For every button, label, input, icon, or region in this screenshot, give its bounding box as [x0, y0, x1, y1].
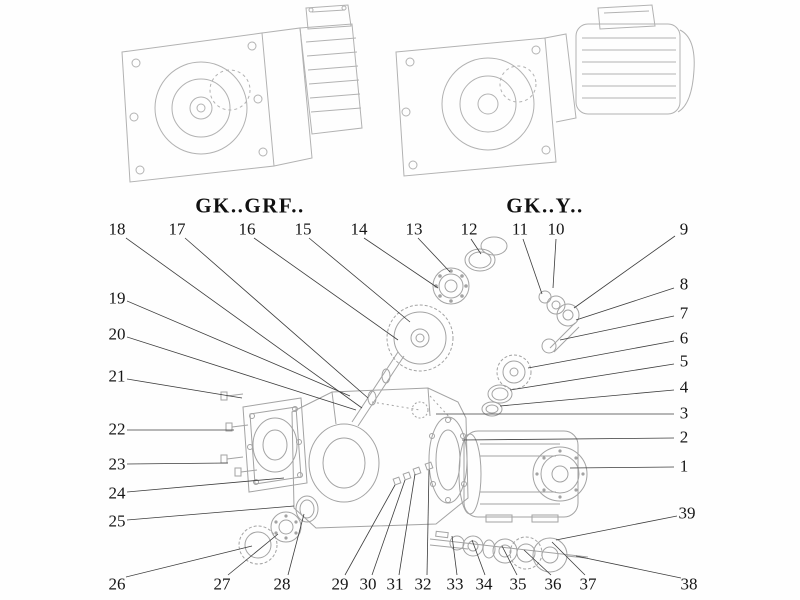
exploded-view-drawing	[220, 236, 589, 573]
part-number-38: 38	[680, 574, 698, 594]
part-number-37: 37	[579, 574, 597, 594]
part-number-21: 21	[108, 366, 126, 386]
part-number-27: 27	[213, 574, 231, 594]
bearing-drawing	[432, 267, 470, 305]
leader-line-24	[126, 477, 285, 493]
leader-line-38	[575, 555, 682, 579]
part-number-9: 9	[679, 219, 689, 239]
plugs-drawing	[392, 461, 434, 486]
part-number-23: 23	[108, 454, 126, 474]
leader-line-4	[499, 389, 675, 407]
pinion-shaft-drawing	[538, 290, 580, 354]
part-number-7: 7	[679, 303, 689, 323]
part-number-3: 3	[679, 403, 689, 423]
leader-line-10	[552, 238, 557, 289]
part-number-32: 32	[414, 574, 432, 594]
part-number-14: 14	[350, 219, 368, 239]
motor-drawing	[458, 430, 588, 523]
part-number-26: 26	[108, 574, 126, 594]
part-number-17: 17	[168, 219, 186, 239]
part-number-10: 10	[547, 219, 565, 239]
part-number-6: 6	[679, 328, 689, 348]
leader-line-39	[555, 515, 678, 541]
model-label-gk-y: GK..Y..	[506, 193, 584, 218]
part-number-8: 8	[679, 274, 689, 294]
large-gear-drawing	[386, 304, 454, 372]
leader-line-33	[451, 535, 458, 576]
part-number-34: 34	[475, 574, 493, 594]
leader-line-37	[551, 541, 586, 576]
part-number-5: 5	[679, 351, 689, 371]
input-shaft-drawing	[351, 351, 405, 427]
leader-line-21	[126, 378, 243, 399]
part-number-20: 20	[108, 324, 126, 344]
leader-line-8	[575, 287, 675, 321]
leader-line-36	[523, 549, 552, 576]
part-number-2: 2	[679, 427, 689, 447]
leader-line-13	[417, 237, 451, 273]
part-number-35: 35	[509, 574, 527, 594]
part-number-13: 13	[405, 219, 423, 239]
gearbox-y-drawing	[395, 4, 695, 177]
part-number-12: 12	[460, 219, 478, 239]
leader-line-31	[398, 473, 416, 576]
part-number-1: 1	[679, 456, 689, 476]
leader-line-11	[522, 238, 543, 295]
leader-line-1	[569, 466, 675, 469]
leader-line-34	[471, 539, 486, 576]
leader-line-32	[426, 469, 430, 576]
flange-plate-drawing	[242, 397, 308, 493]
part-number-36: 36	[544, 574, 562, 594]
part-number-29: 29	[331, 574, 349, 594]
part-number-16: 16	[238, 219, 256, 239]
leader-line-6	[527, 340, 675, 369]
leader-line-30	[371, 479, 406, 576]
leader-line-25	[126, 505, 295, 521]
leader-line-17	[184, 237, 369, 399]
leader-line-5	[509, 363, 675, 391]
leader-line-29	[344, 484, 396, 576]
part-number-18: 18	[108, 219, 126, 239]
gearbox-grf-drawing	[121, 4, 363, 183]
part-number-22: 22	[108, 419, 126, 439]
part-number-25: 25	[108, 511, 126, 531]
leader-line-20	[126, 336, 357, 411]
leader-line-19	[126, 300, 351, 397]
part-number-4: 4	[679, 377, 689, 397]
part-number-11: 11	[511, 219, 529, 239]
part-number-33: 33	[446, 574, 464, 594]
output-shaft-drawing	[429, 530, 589, 573]
leader-line-14	[363, 237, 439, 289]
part-number-15: 15	[294, 219, 312, 239]
leader-line-7	[559, 315, 675, 341]
part-number-24: 24	[108, 483, 126, 503]
part-number-19: 19	[108, 288, 126, 308]
leader-line-2	[461, 437, 675, 441]
leader-line-35	[501, 545, 518, 576]
part-number-39: 39	[678, 503, 696, 523]
part-number-28: 28	[273, 574, 291, 594]
leader-line-16	[253, 237, 399, 341]
leader-line-12	[470, 238, 482, 255]
leader-line-9	[573, 235, 676, 309]
leader-line-26	[125, 545, 253, 578]
part-number-31: 31	[386, 574, 404, 594]
leader-line-28	[287, 513, 305, 576]
leader-line-23	[126, 462, 229, 465]
leader-line-18	[125, 237, 363, 409]
leader-line-27	[227, 533, 279, 576]
leader-line-15	[308, 237, 411, 323]
part-number-30: 30	[359, 574, 377, 594]
washers-drawing	[481, 384, 513, 417]
model-label-gk-grf: GK..GRF..	[195, 193, 305, 218]
